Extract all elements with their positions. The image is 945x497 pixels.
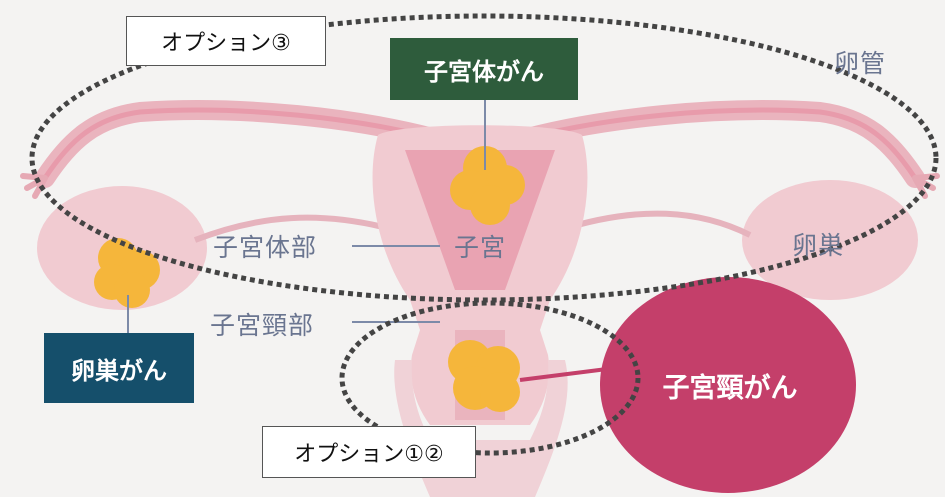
cervical-tumor — [448, 340, 520, 412]
right-ovarian-ligament — [559, 210, 752, 238]
cervical-cancer-circle — [600, 277, 856, 493]
cervical-cancer-tag: 子宮頸がん — [630, 360, 830, 410]
right-fallopian-tube-inner — [517, 107, 918, 181]
option12-box: オプション①② — [262, 426, 476, 478]
endometrial-cancer-label: 子宮体がん — [424, 57, 544, 86]
ovarian-cancer-tag: 卵巣がん — [44, 333, 194, 403]
left-fallopian-tube-inner — [42, 107, 443, 181]
option3-box: オプション③ — [126, 16, 326, 66]
right-ovary — [742, 180, 918, 300]
uterus-label: 子宮 — [454, 233, 507, 262]
ovary-label: 卵巣 — [792, 231, 845, 260]
option12-dashed-ellipse — [339, 300, 641, 456]
fallopian-tube-label: 卵管 — [834, 49, 887, 78]
option12-label: オプション①② — [294, 442, 444, 467]
cervix-label: 子宮頸部 — [210, 311, 315, 340]
endometrial-cancer-tag: 子宮体がん — [390, 38, 578, 100]
ovarian-cancer-label: 卵巣がん — [71, 356, 167, 385]
option3-label: オプション③ — [161, 31, 291, 56]
cervical-cancer-label: 子宮頸がん — [662, 372, 798, 404]
uterine-body-label: 子宮体部 — [213, 233, 318, 262]
left-ovarian-ligament — [193, 214, 396, 243]
cervical-cancer-pointer-line — [519, 366, 616, 382]
option3-dashed-ellipse — [29, 13, 939, 303]
